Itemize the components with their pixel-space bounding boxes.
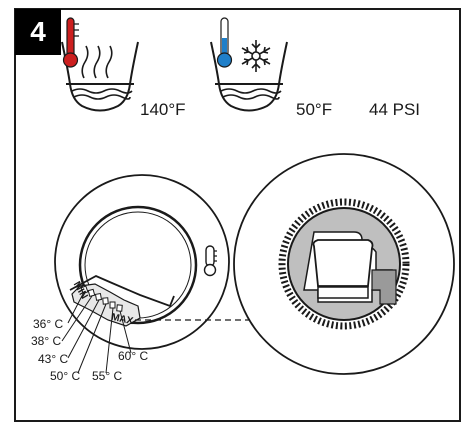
pressure-value: 44 PSI xyxy=(369,100,421,119)
mark-60c: 60° C xyxy=(118,349,149,363)
cold-water-basin-icon xyxy=(210,17,288,112)
temperature-dial xyxy=(54,174,230,350)
mark-50c: 50° C xyxy=(50,369,81,383)
snowflake-icon xyxy=(241,40,271,72)
scale-leader-lines xyxy=(61,291,132,374)
step-number-badge: 4 xyxy=(15,9,61,55)
scale-ticks xyxy=(80,285,123,312)
hot-water-basin-icon xyxy=(61,17,139,112)
thermometer-icon xyxy=(203,245,217,277)
panel-border xyxy=(14,8,461,422)
mark-43c: 43° C xyxy=(38,352,69,366)
mark-55c: 55° C xyxy=(92,369,123,383)
mark-38c: 38° C xyxy=(31,334,62,348)
hot-water-temperature: 140°F xyxy=(140,100,186,119)
valve-cartridge xyxy=(233,153,455,375)
mark-36c: 36° C xyxy=(33,317,64,331)
cold-water-temperature: 50°F xyxy=(296,100,333,119)
